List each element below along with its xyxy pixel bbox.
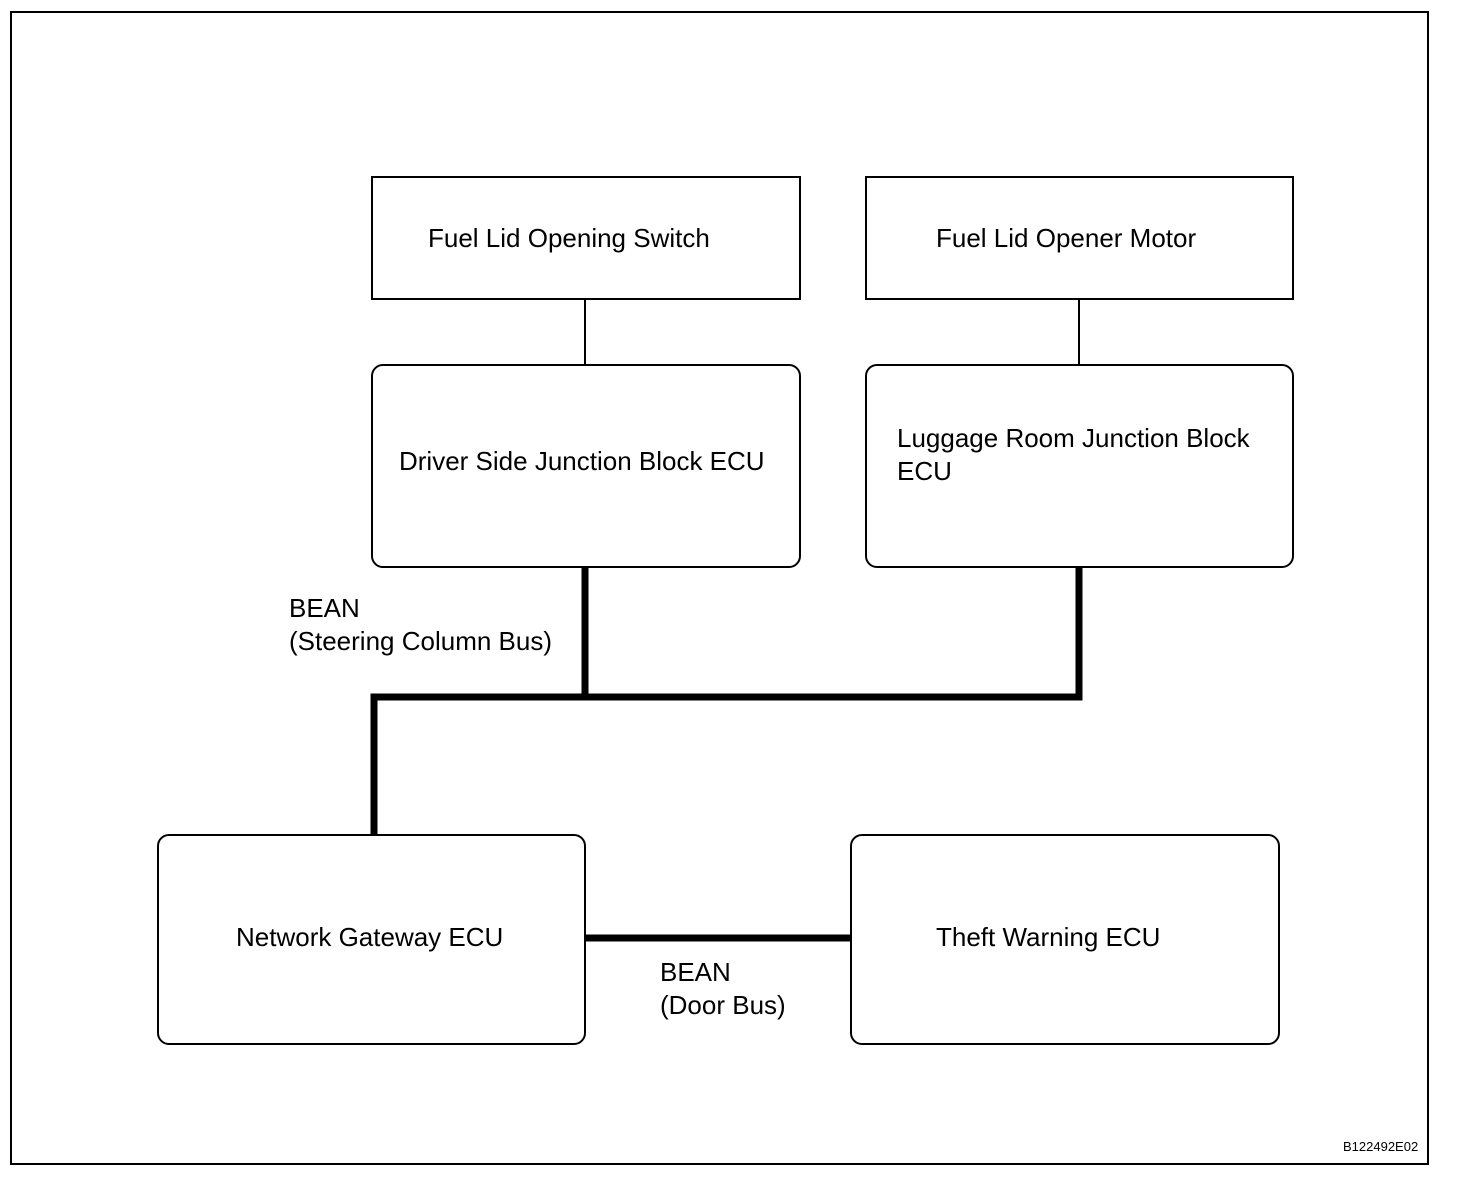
theft-warning-ecu-box xyxy=(850,834,1280,1045)
fuel-lid-switch-box xyxy=(371,176,801,300)
door-bus-label-line1: BEAN xyxy=(660,957,731,987)
driver-jb-ecu-box xyxy=(371,364,801,568)
theft-warning-ecu-label: Theft Warning ECU xyxy=(936,922,1161,952)
fuel-lid-switch-label: Fuel Lid Opening Switch xyxy=(428,223,710,253)
steering-bus-label-line2: (Steering Column Bus) xyxy=(289,626,552,656)
luggage-jb-ecu-box xyxy=(865,364,1294,568)
fuel-lid-motor-box xyxy=(865,176,1294,300)
door-bus-label-line2: (Door Bus) xyxy=(660,990,786,1020)
network-gateway-ecu-box xyxy=(157,834,586,1045)
diagram-frame xyxy=(10,11,1429,1165)
figure-code: B122492E02 xyxy=(1343,1139,1419,1154)
steering-column-bus-trunk xyxy=(370,566,1083,836)
driver-jb-ecu-label: Driver Side Junction Block ECU xyxy=(399,446,765,476)
luggage-jb-ecu-label-line2: ECU xyxy=(897,456,952,486)
network-gateway-ecu-label: Network Gateway ECU xyxy=(236,922,504,952)
steering-bus-label-line1: BEAN xyxy=(289,593,360,623)
fuel-lid-motor-label: Fuel Lid Opener Motor xyxy=(936,223,1197,253)
luggage-jb-ecu-label-line1: Luggage Room Junction Block xyxy=(897,423,1250,453)
